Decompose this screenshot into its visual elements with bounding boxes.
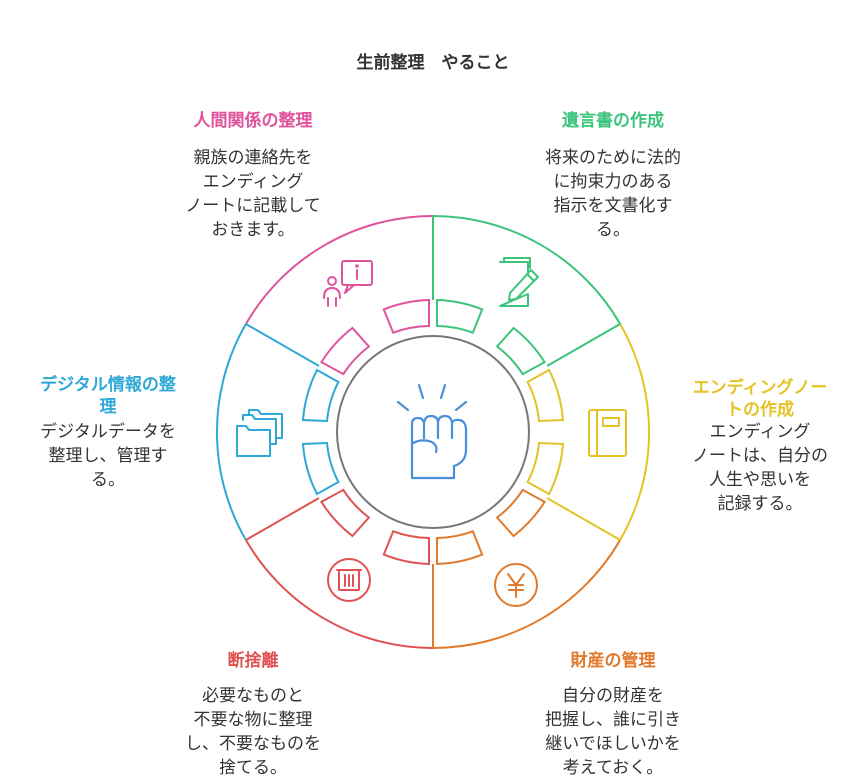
inner-tile-will-2 — [495, 326, 547, 376]
desc-line: 不要な物に整理 — [193, 710, 313, 730]
desc-line: 継いでほしいかを — [545, 734, 681, 754]
desc-line: 親族の連絡先を — [193, 148, 313, 168]
folders-icon — [236, 409, 283, 457]
inner-tile-ending-note-2 — [526, 441, 565, 496]
inner-tile-declutter-2 — [319, 488, 371, 538]
desc-line: おきます。 — [211, 220, 295, 240]
desc-line: ノートに記載して — [185, 196, 321, 216]
spoke-bottom-right — [546, 497, 621, 541]
desc-digital: デジタルデータを 整理し、管理す る。 — [14, 420, 202, 492]
label-relationships: 人間関係の整理 — [193, 111, 313, 131]
desc-line: 自分の財産を — [562, 686, 664, 706]
outer-arc-relationships — [245, 215, 434, 325]
desc-line: 捨てる。 — [219, 758, 287, 778]
label-ending-note: エンディングノー トの作成 — [670, 377, 850, 421]
label-line: トの作成 — [726, 400, 794, 420]
desc-line: ノートは、自分の — [692, 446, 828, 466]
notebook-icon — [588, 409, 627, 457]
desc-line: 把握し、誰に引き — [545, 710, 681, 730]
desc-line: 記録する。 — [717, 494, 803, 514]
desc-line: エンディング — [202, 172, 304, 192]
inner-tile-assets-2 — [436, 530, 484, 566]
desc-line: 必要なものと — [202, 686, 304, 706]
desc-line: る。 — [91, 470, 125, 490]
desc-line: 人生や思いを — [709, 470, 811, 490]
outer-arc-declutter — [245, 539, 434, 649]
yen-coin-icon — [494, 563, 538, 607]
document-pen-icon — [499, 257, 539, 307]
inner-tile-relationships-2 — [319, 326, 371, 376]
spoke-top-left — [245, 323, 320, 367]
desc-line: 将来のために法的 — [545, 148, 681, 168]
spoke-bottom-left — [245, 497, 320, 541]
desc-line: 整理し、管理す — [48, 446, 168, 466]
inner-tile-ending-note — [526, 368, 565, 423]
label-digital: デジタル情報の整 理 — [18, 374, 198, 418]
inner-tile-will — [436, 298, 484, 334]
label-assets: 財産の管理 — [570, 651, 656, 671]
raised-fist-icon — [396, 383, 468, 480]
desc-line: エンディング — [709, 422, 811, 442]
desc-line: デジタルデータを — [40, 422, 176, 442]
outer-arc-will — [432, 215, 621, 325]
label-declutter: 断捨離 — [227, 651, 279, 671]
center-circle — [336, 335, 530, 529]
inner-tile-assets — [495, 488, 547, 538]
desc-line: る。 — [596, 220, 630, 240]
desc-line: し、不要なものを — [185, 734, 321, 754]
inner-tile-digital-2 — [301, 368, 340, 423]
desc-declutter: 必要なものと 不要な物に整理 し、不要なものを 捨てる。 — [153, 684, 353, 780]
desc-line: 指示を文書化す — [553, 196, 673, 216]
inner-tile-digital — [301, 441, 340, 496]
inner-tile-relationships — [382, 298, 430, 334]
outer-arc-digital — [216, 323, 247, 541]
desc-line: に拘束力のある — [553, 172, 673, 192]
outer-arc-ending-note — [619, 323, 650, 541]
diagram-title: 生前整理 やること — [356, 53, 510, 73]
spoke-top-right — [546, 323, 621, 367]
inner-tile-declutter — [382, 530, 430, 566]
label-line: デジタル情報の整 — [40, 375, 176, 395]
desc-ending-note: エンディング ノートは、自分の 人生や思いを 記録する。 — [662, 420, 858, 516]
outer-arc-assets — [432, 539, 621, 649]
person-info-icon — [323, 260, 373, 307]
desc-will: 将来のために法的 に拘束力のある 指示を文書化す る。 — [513, 146, 713, 242]
trash-can-icon — [327, 558, 371, 602]
desc-relationships: 親族の連絡先を エンディング ノートに記載して おきます。 — [153, 146, 353, 242]
label-line: 理 — [99, 397, 117, 417]
label-line: エンディングノー — [692, 378, 828, 398]
desc-assets: 自分の財産を 把握し、誰に引き 継いでほしいかを 考えておく。 — [513, 684, 713, 780]
label-will: 遺言書の作成 — [562, 111, 664, 131]
desc-line: 考えておく。 — [562, 758, 664, 778]
